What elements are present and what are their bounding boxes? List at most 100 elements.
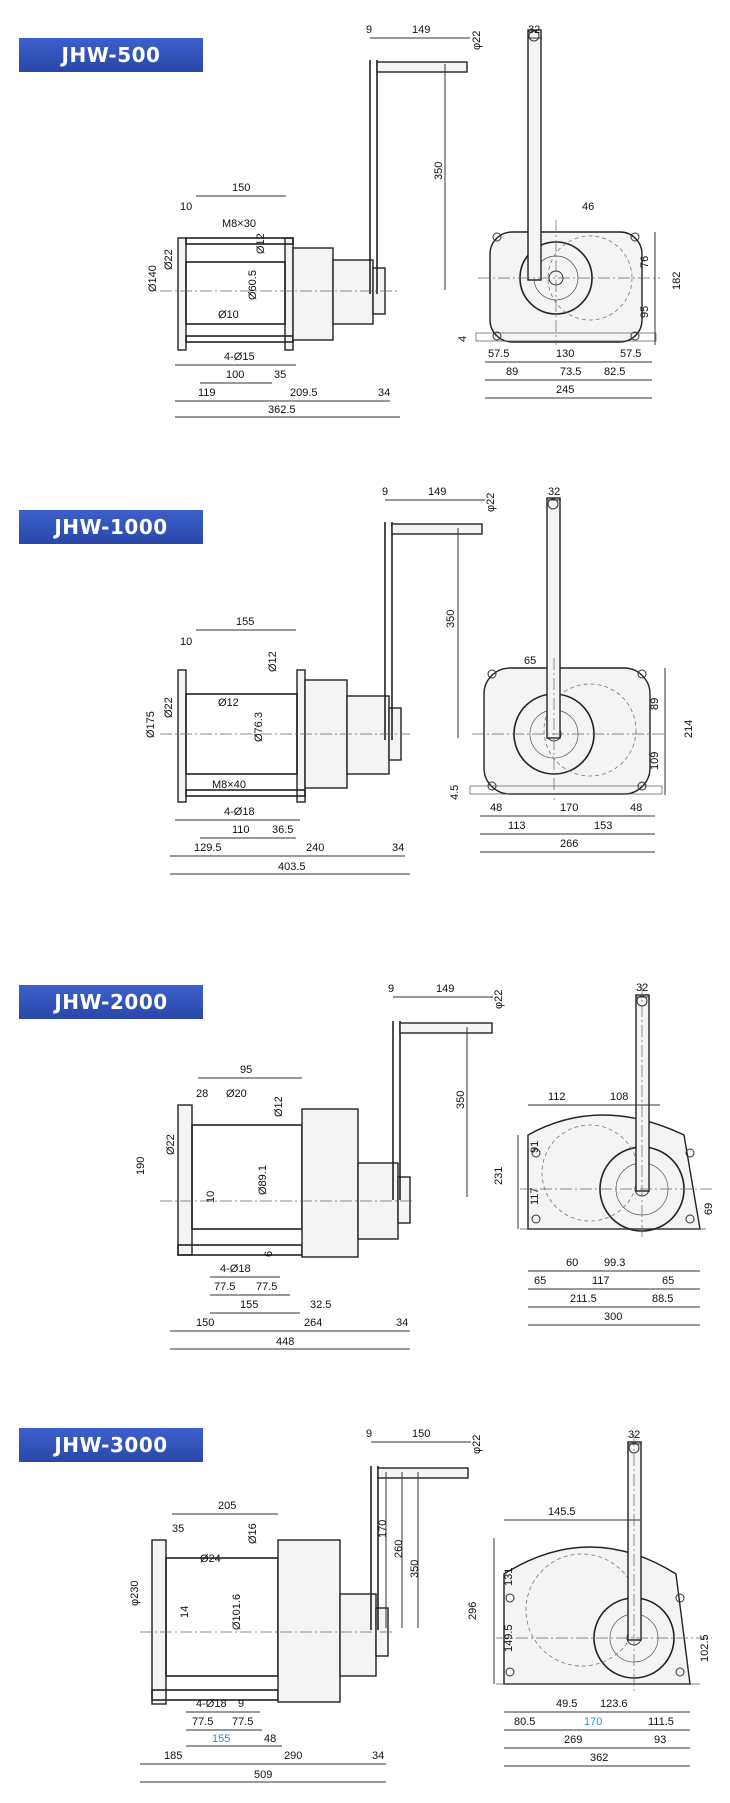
dim-text: 117 — [592, 1275, 610, 1287]
dim-text: 99.3 — [604, 1257, 625, 1269]
dim-text: 77.5 — [232, 1716, 253, 1728]
dim-text: 185 — [164, 1750, 182, 1762]
dim-text: 150 — [232, 182, 250, 194]
gearbox — [292, 247, 334, 341]
base-bottom — [185, 789, 306, 797]
dim-text: 57.5 — [620, 348, 641, 360]
dim-text: 113 — [508, 820, 526, 832]
dim-text: 205 — [218, 1500, 236, 1512]
dim-text: 46 — [582, 201, 594, 213]
crank-handle — [399, 1022, 493, 1034]
dim-text: 4-Ø15 — [224, 351, 255, 363]
drum-flange-left — [177, 237, 187, 351]
dim-text: 155 — [212, 1733, 230, 1745]
dim-text: 34 — [378, 387, 390, 399]
front-housing — [527, 1114, 701, 1230]
dim-text: Ø60.5 — [247, 270, 259, 300]
dim-text: 100 — [226, 369, 244, 381]
dim-text: 9 — [382, 486, 388, 498]
dim-text: Ø175 — [145, 711, 157, 738]
dim-text: 6 — [263, 1251, 275, 1257]
dim-text: 89 — [649, 698, 661, 710]
section-jhw-3000: JHW-3000 205 35 Ø16 Ø24 φ230 14 Ø101.6 4… — [0, 1400, 730, 1798]
dim-text: 77.5 — [192, 1716, 213, 1728]
dim-text: 28 — [196, 1088, 208, 1100]
dim-text: 48 — [630, 802, 642, 814]
dim-text: 95 — [639, 306, 651, 318]
dim-text: Ø12 — [218, 697, 239, 709]
gear-hub — [332, 259, 374, 325]
dim-text: 14 — [179, 1606, 191, 1618]
dim-text: 117 — [529, 1187, 541, 1205]
dim-text: 77.5 — [256, 1281, 277, 1293]
dim-text: 170 — [377, 1520, 389, 1538]
bearing — [397, 1176, 411, 1224]
dim-text: Ø140 — [147, 265, 159, 292]
dim-text: 112 — [548, 1091, 566, 1103]
dim-text: 448 — [276, 1336, 294, 1348]
dim-text: 350 — [445, 610, 457, 628]
dim-text: 4-Ø18 — [224, 806, 255, 818]
dim-text: 32 — [548, 486, 560, 498]
drum-flange-left — [177, 1104, 193, 1256]
dim-text: φ22 — [471, 1435, 483, 1454]
crank-handle — [376, 61, 468, 73]
dim-text: 362 — [590, 1752, 608, 1764]
model-badge: JHW-1000 — [19, 510, 203, 544]
model-badge: JHW-3000 — [19, 1428, 203, 1462]
dim-text: 149 — [428, 486, 446, 498]
front-housing — [503, 1546, 691, 1685]
front-housing — [483, 667, 651, 795]
drum-flange-right — [296, 669, 306, 803]
dim-text: 350 — [409, 1560, 421, 1578]
dim-text: 65 — [534, 1275, 546, 1287]
dim-text: Ø12 — [255, 233, 267, 254]
base-plate — [185, 237, 294, 245]
dim-text: 49.5 — [556, 1698, 577, 1710]
dim-text: 4-Ø18 — [196, 1698, 227, 1710]
dim-text: 102.5 — [699, 1634, 711, 1662]
dim-text: 109 — [649, 752, 661, 770]
dim-text: 266 — [560, 838, 578, 850]
dim-text: 73.5 — [560, 366, 581, 378]
dim-text: 69 — [703, 1203, 715, 1215]
dim-text: 34 — [372, 1750, 384, 1762]
dim-text: 80.5 — [514, 1716, 535, 1728]
front-crank-arm — [527, 29, 542, 281]
dim-text: 153 — [594, 820, 612, 832]
dim-text: 170 — [560, 802, 578, 814]
dim-text: 10 — [205, 1191, 217, 1203]
dim-text: 150 — [196, 1317, 214, 1329]
dim-text: 89 — [506, 366, 518, 378]
dim-text: 4 — [457, 336, 469, 342]
dim-text: Ø16 — [247, 1523, 259, 1544]
dim-text: 4.5 — [449, 785, 461, 800]
dim-text: 32 — [628, 1429, 640, 1441]
front-crank-arm — [546, 497, 561, 739]
dim-text: 231 — [493, 1167, 505, 1185]
dim-text: 155 — [240, 1299, 258, 1311]
dim-text: 48 — [490, 802, 502, 814]
drum — [185, 261, 286, 325]
model-badge: JHW-500 — [19, 38, 203, 72]
gear-hub — [346, 695, 390, 775]
dim-text: 350 — [433, 162, 445, 180]
dim-text: 123.6 — [600, 1698, 628, 1710]
dim-text: 296 — [467, 1602, 479, 1620]
base-bottom — [177, 1244, 303, 1256]
gearbox — [301, 1108, 359, 1258]
dim-text: 214 — [683, 720, 695, 738]
crank-handle — [391, 523, 483, 535]
dim-text: 65 — [524, 655, 536, 667]
dim-text: 65 — [662, 1275, 674, 1287]
drum — [191, 1124, 303, 1230]
dim-text: 119 — [198, 387, 216, 399]
dim-text: 209.5 — [290, 387, 318, 399]
dim-text: M8×40 — [212, 779, 246, 791]
dim-text: φ22 — [493, 990, 505, 1009]
dim-text: 77.5 — [214, 1281, 235, 1293]
dim-text: 190 — [135, 1157, 147, 1175]
crank-handle — [377, 1467, 469, 1479]
dim-text: 245 — [556, 384, 574, 396]
dim-text: 240 — [306, 842, 324, 854]
